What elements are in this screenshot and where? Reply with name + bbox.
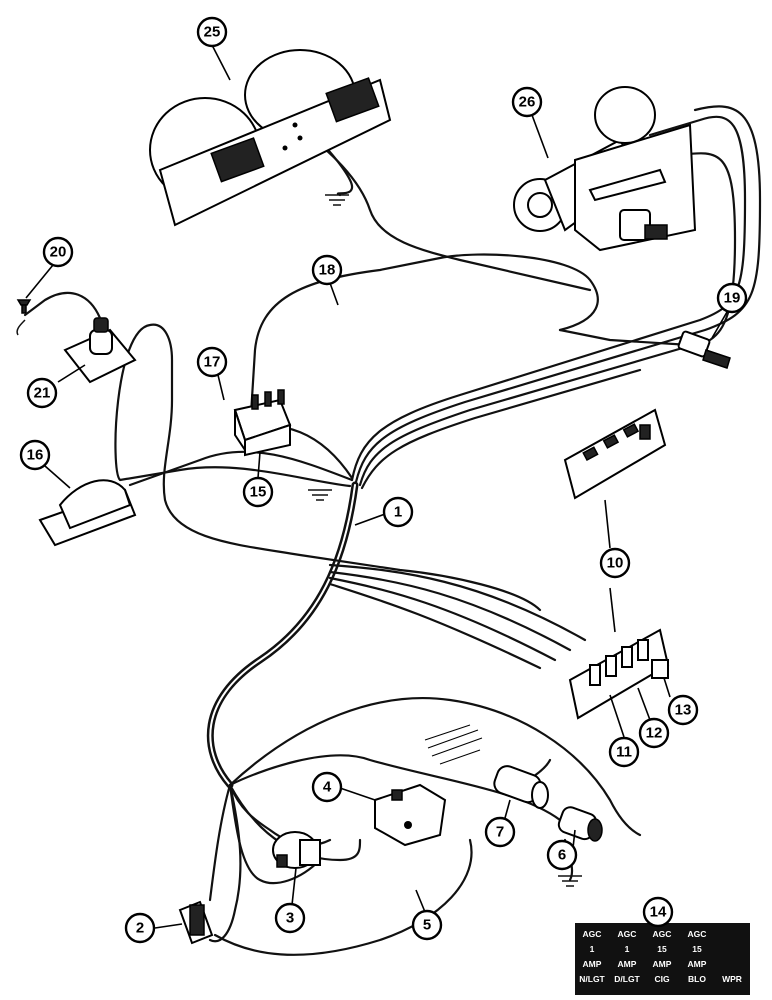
callout-6: 6	[546, 839, 578, 871]
wire-harness	[114, 105, 762, 956]
callout-26: 26	[511, 86, 543, 118]
callout-11: 11	[608, 736, 640, 768]
decal-cell: WPR	[722, 974, 742, 984]
decal-cell: BLO	[688, 974, 706, 984]
callout-19: 19	[716, 282, 748, 314]
receptacle	[557, 806, 603, 842]
callout-7: 7	[484, 816, 516, 848]
callout-13: 13	[667, 694, 699, 726]
relay	[233, 389, 292, 457]
callout-21: 20	[42, 236, 74, 268]
callout-1: 1	[382, 496, 414, 528]
connector-2	[178, 900, 214, 945]
dome-light	[38, 479, 137, 547]
ground-symbol	[325, 194, 349, 206]
callout-1-label: 1	[394, 504, 402, 521]
wiper-motor	[513, 86, 697, 252]
screw	[16, 299, 32, 336]
callout-3: 3	[274, 902, 306, 934]
ground-symbols	[308, 194, 582, 887]
callout-7-label: 7	[496, 824, 504, 841]
callout-15: 15	[242, 476, 274, 508]
ground-symbol	[308, 489, 332, 501]
callout-10-label: 10	[607, 555, 624, 572]
callout-10: 10	[599, 547, 631, 579]
callout-15-label: 15	[250, 484, 267, 501]
decal-cell: 15	[692, 944, 702, 954]
callout-14-label: 14	[650, 904, 667, 921]
callout-14: 14	[642, 896, 674, 928]
hatching	[424, 724, 483, 765]
callout-19-label: 19	[724, 290, 741, 307]
decal-cell: 15	[657, 944, 667, 954]
decal-cell: AMP	[688, 959, 707, 969]
decal-cell: AMP	[583, 959, 602, 969]
callout-17: 17	[196, 346, 228, 378]
callout-11-label: 11	[616, 744, 632, 761]
switch-4	[374, 783, 447, 847]
decal-cell: AMP	[618, 959, 637, 969]
decal-cell: AGC	[618, 929, 637, 939]
callout-17-label: 17	[204, 354, 221, 371]
callout-25: 25	[196, 16, 228, 48]
callout-21-label: 20	[50, 244, 67, 261]
callout-3-label: 3	[286, 910, 294, 927]
leader-lines	[25, 44, 728, 929]
decal-cell: AGC	[688, 929, 707, 939]
callout-2: 2	[124, 912, 156, 944]
callout-4: 4	[311, 771, 343, 803]
sender-unit	[677, 330, 731, 369]
decal-cell: 1	[625, 944, 630, 954]
callout-16: 16	[19, 439, 51, 471]
callout-12: 12	[638, 717, 670, 749]
decal-cell: N/LGT	[579, 974, 605, 984]
door-switch	[23, 291, 137, 384]
fuse-panel-upper	[563, 408, 667, 500]
fuse-panel-lower	[568, 628, 670, 720]
callout-5: 5	[411, 909, 443, 941]
callout-12-label: 12	[646, 725, 663, 742]
blower-assembly	[149, 49, 392, 227]
callout-25-label: 25	[204, 24, 221, 41]
callout-20: 21	[26, 377, 58, 409]
decal-cell: 1	[590, 944, 595, 954]
decal-cell: AMP	[653, 959, 672, 969]
callout-18-label: 18	[319, 262, 336, 279]
decal-cell: CIG	[654, 974, 670, 984]
callout-2-label: 2	[136, 920, 144, 937]
cigar-lighter	[493, 765, 549, 809]
callout-16-label: 16	[27, 447, 44, 464]
decal-cell: AGC	[653, 929, 672, 939]
callout-6-label: 6	[558, 847, 566, 864]
switch-3	[272, 831, 321, 869]
decal-cell: D/LGT	[614, 974, 640, 984]
callout-26-label: 26	[519, 94, 536, 111]
ground-symbol	[558, 875, 582, 887]
callout-20-label: 21	[34, 385, 51, 402]
callout-5-label: 5	[423, 917, 431, 934]
callout-13-label: 13	[675, 702, 692, 719]
callout-18: 18	[311, 254, 343, 286]
decal-cell: AGC	[583, 929, 602, 939]
callout-4-label: 4	[323, 779, 332, 796]
